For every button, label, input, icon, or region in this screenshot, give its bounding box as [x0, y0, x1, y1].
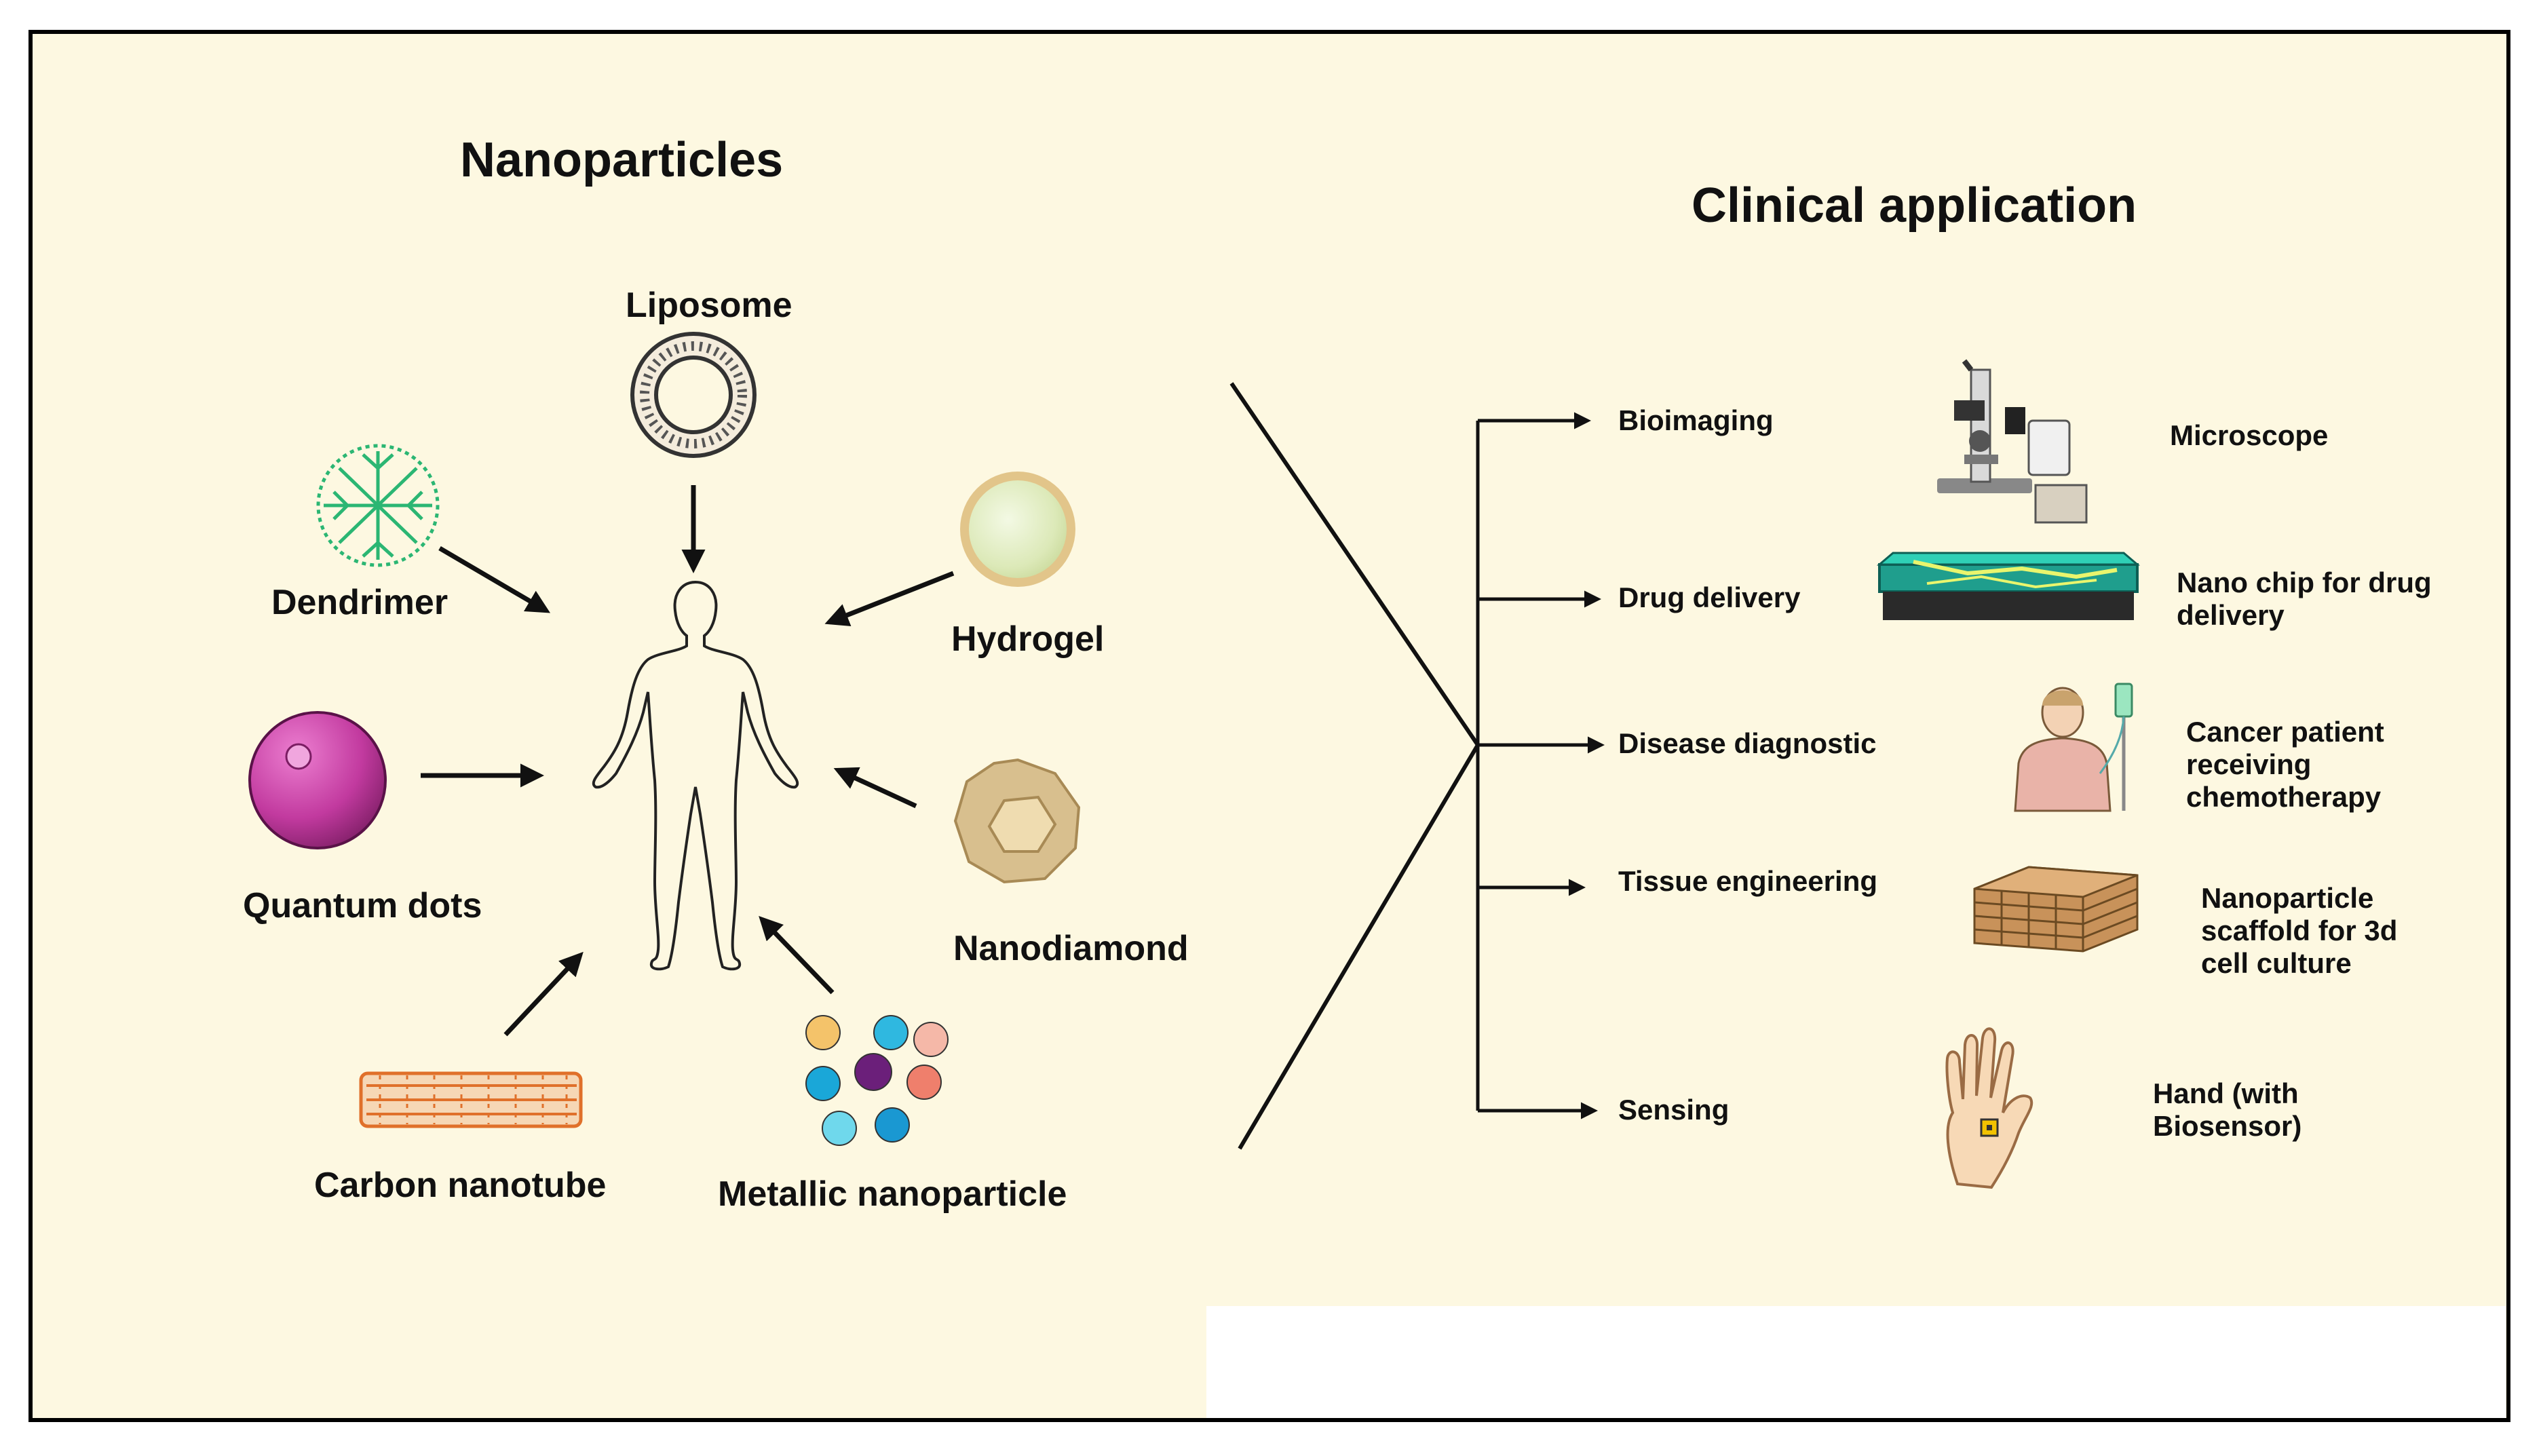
quantum-dots-label: Quantum dots [243, 886, 482, 925]
application-label-drug-delivery: Drug delivery [1618, 581, 1801, 613]
application-arrows [1478, 412, 1605, 1119]
nanoparticle-scaffold-icon [1973, 866, 2139, 953]
nanodiamond-label: Nanodiamond [953, 929, 1189, 968]
description-scaffold: Nanoparticle scaffold for 3d cell cultur… [2201, 882, 2398, 979]
description-nano-chip: Nano chip for drug delivery [2177, 567, 2432, 631]
description-microscope: Microscope [2170, 419, 2329, 451]
application-label-bioimaging: Bioimaging [1618, 404, 1774, 436]
microscope-icon [1937, 359, 2088, 524]
description-cancer-patient: Cancer patient receiving chemotherapy [2186, 716, 2384, 813]
metallic-nanoparticle-label: Metallic nanoparticle [718, 1174, 1067, 1214]
hand-biosensor-icon [1945, 1027, 2033, 1189]
connector-chevron [1229, 382, 1480, 1150]
application-label-disease-diagnostic: Disease diagnostic [1618, 727, 1877, 759]
carbon-nanotube-icon [359, 1071, 583, 1128]
nanoparticle-arrows [421, 485, 955, 1037]
hydrogel-label: Hydrogel [951, 619, 1105, 659]
blank-area [1206, 1306, 2506, 1418]
liposome-icon [630, 332, 757, 458]
cancer-patient-icon [2014, 683, 2133, 812]
human-body-icon [592, 580, 799, 971]
application-label-tissue-engineering: Tissue engineering [1618, 865, 1877, 897]
nano-chip-icon [1876, 552, 2141, 620]
clinical-application-title: Clinical application [1692, 178, 2137, 233]
nanodiamond-icon [953, 758, 1081, 884]
nanoparticles-title: Nanoparticles [460, 133, 784, 187]
description-hand-biosensor: Hand (with Biosensor) [2153, 1077, 2302, 1142]
dendrimer-label: Dendrimer [271, 583, 448, 622]
quantum-dot-icon [248, 711, 387, 849]
diagram-frame [28, 30, 2510, 1422]
metallic-nanoparticle-icon [805, 1015, 949, 1146]
carbon-nanotube-label: Carbon nanotube [314, 1166, 607, 1205]
liposome-label: Liposome [626, 286, 792, 325]
dendrimer-icon [316, 444, 440, 567]
application-label-sensing: Sensing [1618, 1094, 1730, 1126]
hydrogel-icon [960, 472, 1075, 587]
